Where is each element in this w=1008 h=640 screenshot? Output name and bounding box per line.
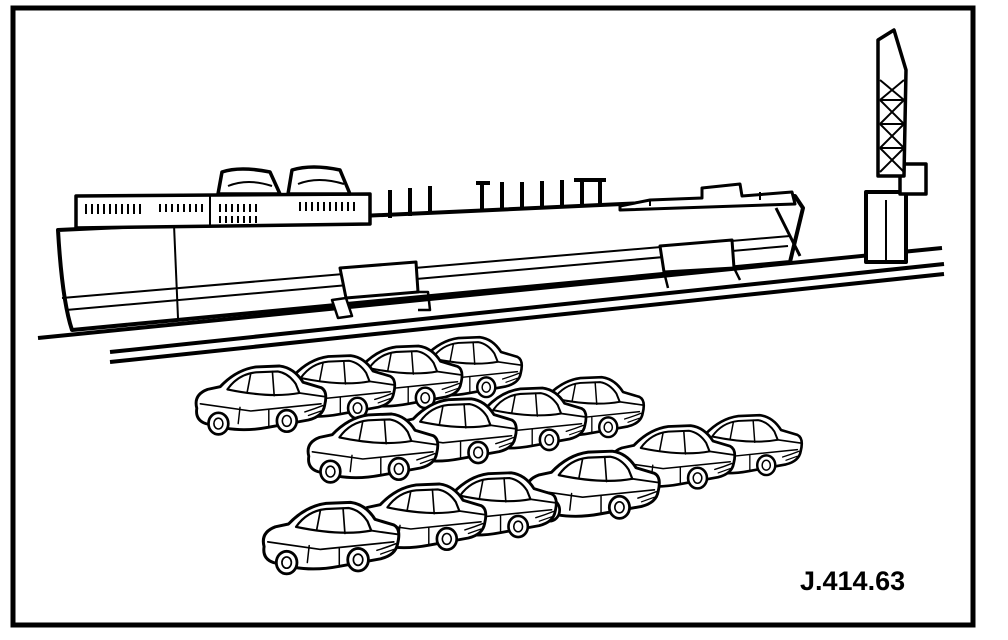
ship-hull [56,194,805,332]
reference-code: J.414.63 [800,566,906,596]
ship-superstructure [74,192,372,230]
ship-deck-posts [388,178,606,218]
crane [864,28,928,264]
ship [56,165,805,332]
ship-ramp [658,238,736,274]
ship-ramp [338,260,420,300]
ship-windows [85,202,355,223]
